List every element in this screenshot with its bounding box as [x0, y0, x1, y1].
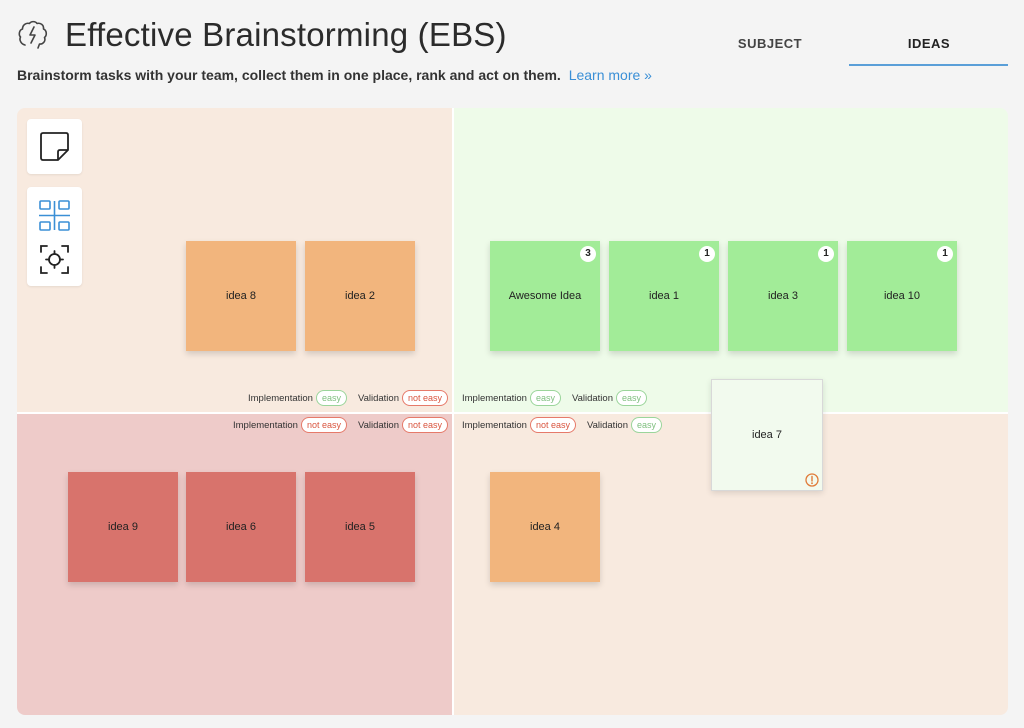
tab-subject[interactable]: SUBJECT	[737, 36, 803, 51]
idea-note[interactable]: idea 1 1	[609, 241, 719, 351]
tab-ideas[interactable]: IDEAS	[907, 36, 951, 51]
implementation-label: Implementation	[233, 419, 298, 431]
validation-label: Validation	[586, 419, 629, 431]
implementation-label: Implementation	[462, 392, 527, 404]
vote-count-badge: 3	[580, 246, 596, 262]
grid-layout-icon[interactable]	[38, 199, 71, 232]
vote-count-badge: 1	[818, 246, 834, 262]
idea-note[interactable]: idea 4	[490, 472, 600, 582]
criteria-top-left: Implementation easy Validation not easy	[248, 390, 449, 406]
vote-count-badge: 1	[937, 246, 953, 262]
validation-label: Validation	[571, 392, 613, 404]
idea-note[interactable]: idea 3 1	[728, 241, 838, 351]
vote-count-badge: 1	[699, 246, 715, 262]
idea-text: idea 9	[108, 520, 138, 533]
criteria-bottom-left: Implementation not easy Validation not e…	[233, 417, 449, 433]
subtitle-text: Brainstorm tasks with your team, collect…	[17, 67, 561, 83]
idea-text: idea 7	[752, 428, 782, 441]
implementation-label: Implementation	[462, 419, 527, 431]
page-title: Effective Brainstorming (EBS)	[65, 16, 507, 53]
idea-note[interactable]: idea 6	[186, 472, 296, 582]
criteria-bottom-right: Implementation not easy Validation easy	[462, 417, 663, 433]
validation-label: Validation	[357, 392, 399, 404]
validation-badge: not easy	[402, 390, 449, 406]
implementation-badge: easy	[315, 390, 347, 406]
idea-note[interactable]: idea 9	[68, 472, 178, 582]
idea-note[interactable]: idea 5	[305, 472, 415, 582]
validation-label: Validation	[357, 419, 400, 431]
implementation-badge: easy	[529, 390, 561, 406]
idea-text: idea 10	[883, 289, 921, 302]
implementation-badge: not easy	[300, 417, 347, 433]
header: Effective Brainstorming (EBS) Brainstorm…	[0, 0, 1024, 100]
idea-note-dragging[interactable]: idea 7	[711, 379, 823, 491]
validation-badge: easy	[616, 390, 648, 406]
implementation-label: Implementation	[248, 392, 313, 404]
idea-text: idea 3	[768, 289, 798, 302]
criteria-top-right: Implementation easy Validation easy	[462, 390, 648, 406]
idea-note[interactable]: idea 10 1	[847, 241, 957, 351]
learn-more-link[interactable]: Learn more »	[568, 67, 652, 83]
idea-text: idea 6	[226, 520, 256, 533]
implementation-badge: not easy	[529, 417, 576, 433]
active-tab-indicator	[849, 64, 1008, 66]
brain-logo-icon	[18, 20, 48, 49]
idea-note[interactable]: idea 2	[305, 241, 415, 351]
idea-note[interactable]: idea 8	[186, 241, 296, 351]
idea-text: idea 2	[345, 289, 375, 302]
page-subtitle: Brainstorm tasks with your team, collect…	[17, 67, 652, 83]
validation-badge: easy	[631, 417, 663, 433]
focus-target-icon[interactable]	[38, 243, 71, 276]
toolbox-add	[27, 119, 82, 174]
idea-text: idea 1	[649, 289, 679, 302]
idea-note[interactable]: Awesome Idea 3	[490, 241, 600, 351]
idea-text: idea 4	[530, 520, 560, 533]
toolbox-view	[27, 187, 82, 286]
vertical-divider	[452, 108, 454, 715]
sticky-note-icon[interactable]	[38, 130, 71, 163]
idea-text: idea 8	[226, 289, 256, 302]
validation-badge: not easy	[402, 417, 449, 433]
horizontal-divider	[17, 412, 1008, 414]
ideas-board	[17, 108, 1008, 715]
idea-text: Awesome Idea	[508, 289, 582, 302]
warning-icon	[805, 473, 819, 487]
idea-text: idea 5	[345, 520, 375, 533]
